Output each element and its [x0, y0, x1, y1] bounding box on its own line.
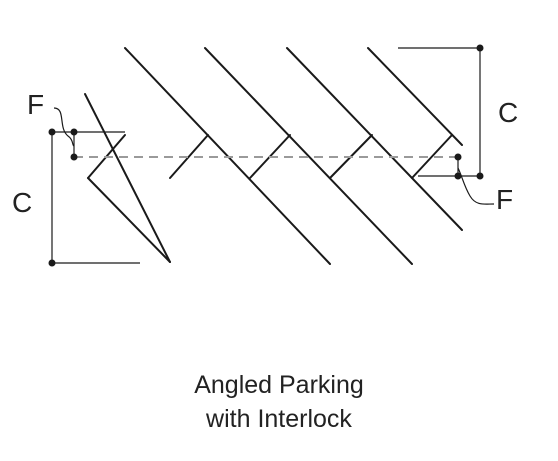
dim-dot: [454, 172, 462, 180]
diagram-caption: Angled Parking with Interlock: [0, 368, 558, 436]
stall-line: [84, 93, 171, 263]
dim-dot: [70, 153, 78, 161]
dim-dot: [476, 172, 484, 180]
caption-line-2: with Interlock: [206, 405, 352, 433]
dim-dot: [454, 153, 462, 161]
f-leader-right: [457, 167, 495, 205]
label-f-right: F: [496, 184, 513, 215]
caption-line-1: Angled Parking: [194, 371, 364, 399]
stall-line: [367, 47, 463, 146]
stall-lines: [84, 47, 463, 265]
left-dimensions: C F: [12, 89, 140, 267]
interlock-line: [87, 177, 171, 263]
dim-dot: [70, 128, 78, 136]
right-dimensions: C F: [398, 44, 518, 215]
stall-line: [286, 47, 463, 231]
stall-line: [204, 47, 413, 265]
label-c-left: C: [12, 187, 32, 218]
f-leader-left: [53, 107, 75, 147]
dim-dot: [48, 259, 56, 267]
interlock-line: [411, 134, 453, 179]
interlock-lines: [87, 134, 453, 263]
label-c-right: C: [498, 97, 518, 128]
dim-dot: [48, 128, 56, 136]
interlock-line: [169, 134, 209, 179]
dim-dot: [476, 44, 484, 52]
label-f-left: F: [27, 89, 44, 120]
